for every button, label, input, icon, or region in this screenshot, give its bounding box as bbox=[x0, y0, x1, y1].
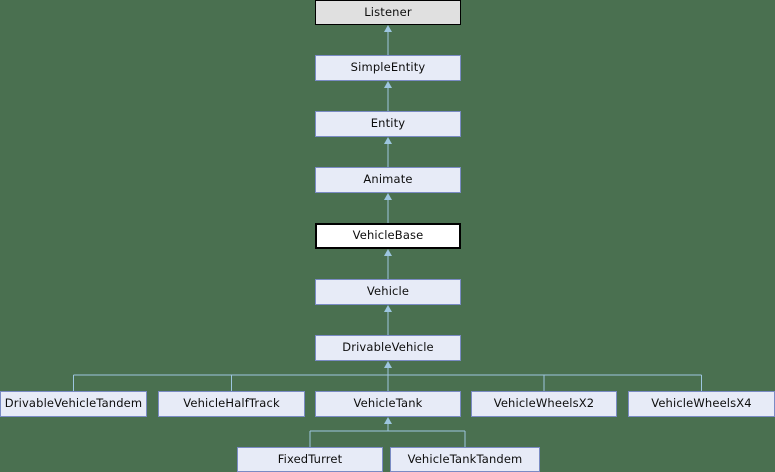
class-node-label: DrivableVehicleTandem bbox=[4, 396, 143, 411]
class-node-vehiclehalftrack[interactable]: VehicleHalfTrack bbox=[158, 391, 305, 417]
class-node-fixedturret[interactable]: FixedTurret bbox=[237, 447, 383, 472]
class-node-vehicletanktandem[interactable]: VehicleTankTandem bbox=[390, 447, 540, 472]
class-node-label: Animate bbox=[363, 172, 413, 187]
class-node-label: Listener bbox=[364, 4, 412, 19]
class-node-vehiclewheelsx4[interactable]: VehicleWheelsX4 bbox=[628, 391, 775, 417]
class-node-label: VehicleWheelsX4 bbox=[651, 396, 752, 411]
inheritance-arrowhead-icon bbox=[384, 361, 392, 368]
class-node-label: Entity bbox=[370, 116, 406, 131]
inheritance-arrowhead-icon bbox=[384, 249, 392, 256]
class-node-label: VehicleBase bbox=[352, 228, 424, 243]
class-node-vehiclewheelsx2[interactable]: VehicleWheelsX2 bbox=[471, 391, 617, 417]
class-node-simpleentity[interactable]: SimpleEntity bbox=[315, 55, 461, 81]
class-node-label: VehicleTankTandem bbox=[407, 451, 523, 466]
class-node-label: SimpleEntity bbox=[350, 60, 426, 75]
class-node-label: DrivableVehicle bbox=[342, 340, 434, 355]
class-node-entity[interactable]: Entity bbox=[315, 111, 461, 137]
inheritance-arrowhead-icon bbox=[384, 137, 392, 144]
class-node-listener[interactable]: Listener bbox=[315, 0, 461, 25]
class-node-vehicletank[interactable]: VehicleTank bbox=[315, 391, 461, 417]
class-node-vehiclebase[interactable]: VehicleBase bbox=[315, 223, 461, 249]
class-node-label: VehicleTank bbox=[353, 396, 423, 411]
class-node-drivablevehicle[interactable]: DrivableVehicle bbox=[315, 335, 461, 361]
inheritance-arrowhead-icon bbox=[384, 305, 392, 312]
inheritance-arrowhead-icon bbox=[384, 417, 392, 424]
class-node-animate[interactable]: Animate bbox=[315, 167, 461, 193]
class-node-label: FixedTurret bbox=[277, 451, 343, 466]
inheritance-arrowhead-icon bbox=[384, 193, 392, 200]
inheritance-arrowhead-icon bbox=[384, 25, 392, 32]
inheritance-arrowhead-icon bbox=[384, 81, 392, 88]
class-node-label: Vehicle bbox=[366, 284, 410, 299]
class-node-drivablevehicletandem[interactable]: DrivableVehicleTandem bbox=[0, 391, 147, 417]
class-node-vehicle[interactable]: Vehicle bbox=[315, 279, 461, 305]
class-node-label: VehicleWheelsX2 bbox=[493, 396, 595, 411]
class-node-label: VehicleHalfTrack bbox=[183, 396, 280, 411]
